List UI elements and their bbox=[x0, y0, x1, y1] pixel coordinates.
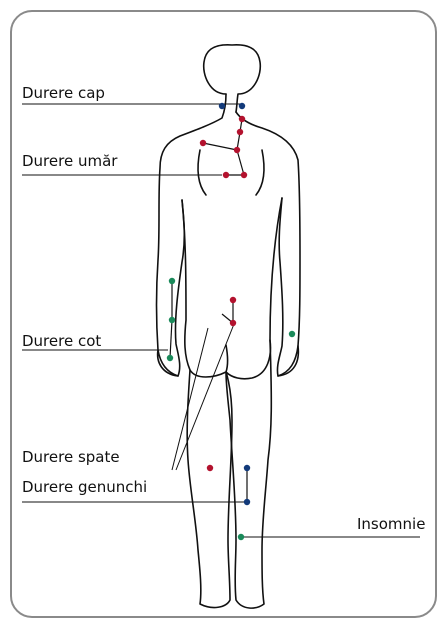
label-durere-spate: Durere spate bbox=[22, 448, 120, 466]
label-durere-cot: Durere cot bbox=[22, 332, 101, 350]
label-insomnie: Insomnie bbox=[357, 515, 425, 533]
left-hand-outline bbox=[158, 350, 178, 376]
point-shoulder-3 bbox=[223, 172, 229, 178]
body-outline bbox=[157, 45, 301, 608]
point-shoulder-4 bbox=[241, 172, 247, 178]
head-outline bbox=[204, 45, 261, 112]
label-durere-genunchi: Durere genunchi bbox=[22, 478, 147, 496]
point-shoulder-2 bbox=[234, 147, 240, 153]
point-arm-2 bbox=[169, 317, 175, 323]
torso-outline bbox=[157, 94, 227, 376]
point-arm-right bbox=[289, 331, 295, 337]
left-leg-outline bbox=[187, 370, 232, 607]
point-connectors bbox=[170, 119, 247, 502]
point-knee-1 bbox=[244, 465, 250, 471]
point-insomnia bbox=[238, 534, 244, 540]
point-knee-2 bbox=[244, 499, 250, 505]
point-back-1 bbox=[230, 297, 236, 303]
point-neck-1 bbox=[239, 116, 245, 122]
right-leg-outline bbox=[226, 340, 271, 608]
label-durere-umar: Durere umăr bbox=[22, 152, 117, 170]
shoulder-blade-right bbox=[256, 150, 264, 195]
buttock-line bbox=[226, 345, 228, 372]
point-back-2 bbox=[230, 320, 236, 326]
point-neck-2 bbox=[237, 129, 243, 135]
point-head-1 bbox=[219, 103, 225, 109]
label-durere-cap: Durere cap bbox=[22, 84, 105, 102]
point-arm-3 bbox=[167, 355, 173, 361]
point-shoulder-1 bbox=[200, 140, 206, 146]
hips-outline bbox=[182, 198, 282, 379]
point-arm-1 bbox=[169, 278, 175, 284]
shoulder-blade-left bbox=[198, 150, 206, 195]
point-head-2 bbox=[239, 103, 245, 109]
point-leg-red bbox=[207, 465, 213, 471]
